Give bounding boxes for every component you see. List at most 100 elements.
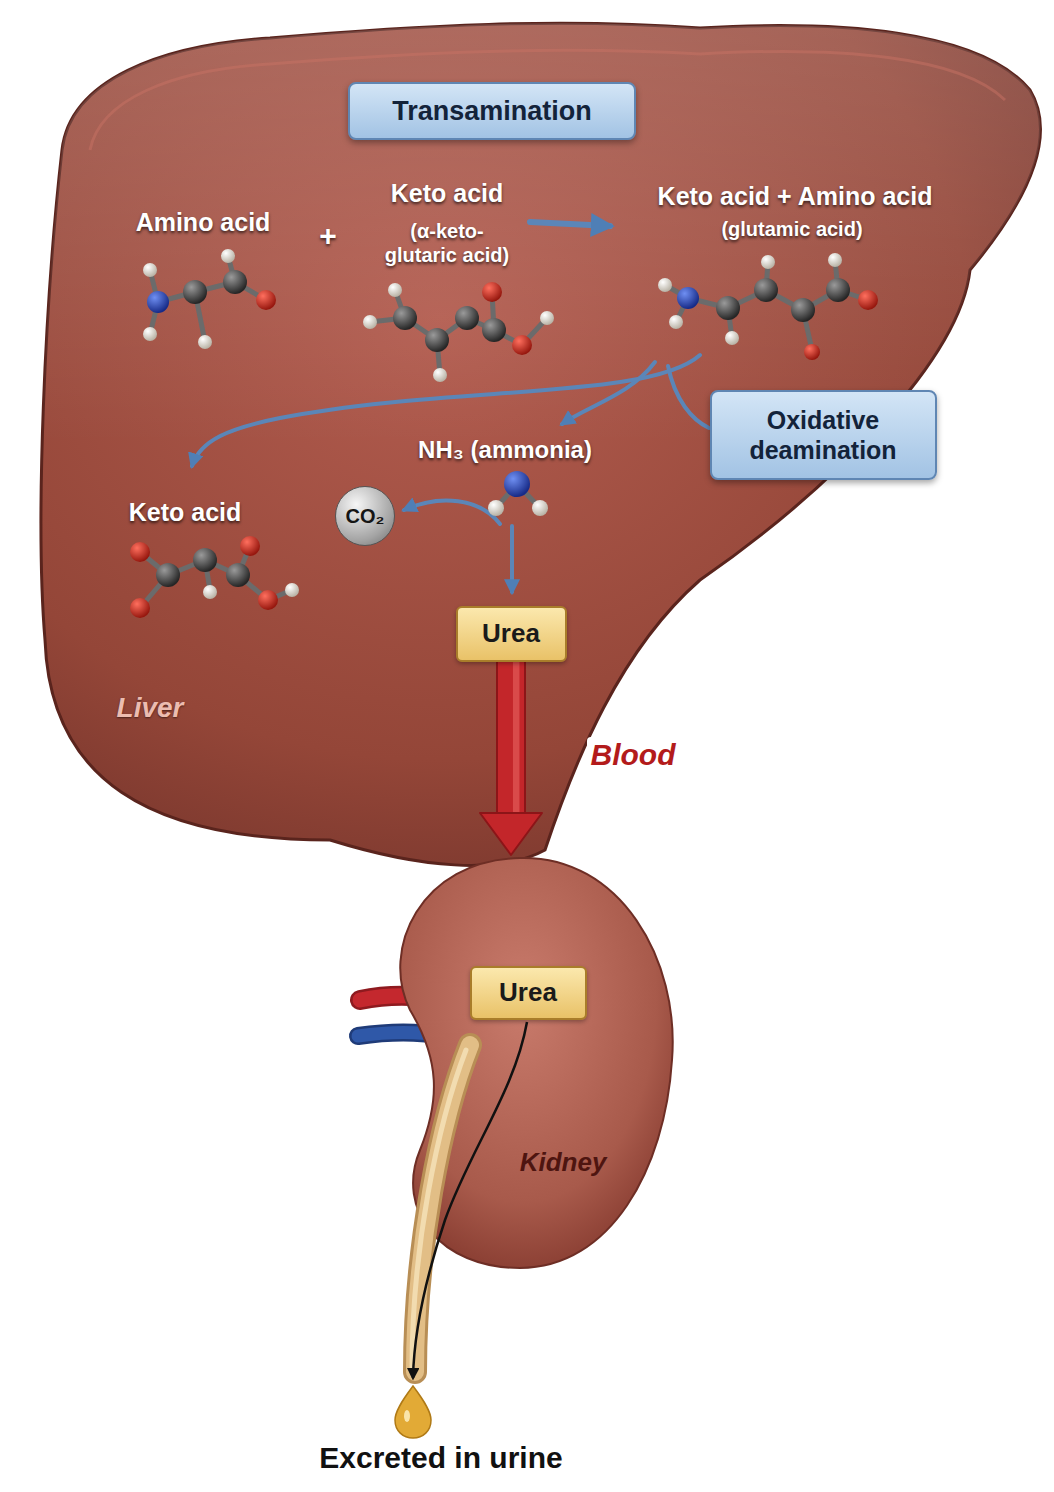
- glutamic-acid-molecule: [677, 287, 699, 309]
- keto-acid-molecule: [363, 282, 554, 382]
- amino-acid-molecule: [143, 327, 157, 341]
- liver-outline: [90, 50, 1005, 150]
- liver-outline: [41, 23, 1040, 865]
- molecule-name: Keto acid: [391, 178, 504, 208]
- molecule-name: Keto acid + Amino acid: [658, 181, 933, 211]
- excretion-line: [413, 1022, 527, 1378]
- liver-outline: [41, 23, 1040, 865]
- flow-arrows: [668, 366, 709, 428]
- keto-acid-molecule: [433, 368, 447, 382]
- arrow-shine: [513, 662, 520, 817]
- keto-acid-molecule: [258, 590, 278, 610]
- keto-acid-molecule: [540, 311, 554, 325]
- product-box: Urea: [470, 966, 587, 1020]
- flow-arrows: [192, 222, 709, 592]
- glutamic-acid-molecule: [804, 344, 820, 360]
- keto-acid-molecule: [130, 542, 150, 562]
- molecule-subname: (α-keto-glutaric acid): [377, 219, 517, 267]
- arrow-shaft-edge: [496, 662, 526, 817]
- text-holder: (glutamic acid): [721, 217, 862, 241]
- kidney-illustration: [385, 855, 675, 1270]
- keto-acid-molecule: [388, 283, 402, 297]
- keto-acid-molecule: [226, 563, 250, 587]
- glutamic-acid-molecule: [858, 290, 878, 310]
- text-holder: Keto acid + Amino acid: [658, 181, 933, 211]
- text-holder: Amino acid: [136, 207, 271, 237]
- glutamic-acid-molecule: [658, 253, 878, 360]
- amino-acid-molecule: [143, 249, 276, 349]
- edge-label: Blood: [587, 737, 680, 773]
- keto-acid-molecule: [512, 335, 532, 355]
- amino-acid-molecule: [256, 290, 276, 310]
- ammonia-molecule: [488, 500, 504, 516]
- product-box: Urea: [456, 606, 567, 662]
- flow-arrows: [530, 222, 610, 226]
- molecule-name: NH₃ (ammonia): [418, 436, 592, 465]
- text-holder: (α-keto-glutaric acid): [377, 219, 517, 267]
- ammonia-molecule: [532, 500, 548, 516]
- keto-acid-molecule: [193, 548, 217, 572]
- keto-acid-molecule: [393, 306, 417, 330]
- glutamic-acid-molecule: [754, 278, 778, 302]
- process-label: Transamination: [392, 95, 592, 127]
- keto-acid-molecule: [482, 318, 506, 342]
- flow-arrows: [562, 362, 655, 424]
- amino-acid-molecule: [143, 249, 276, 349]
- keto-acid-molecule: [363, 282, 554, 382]
- molecule-subname: (glutamic acid): [721, 217, 862, 241]
- glutamic-acid-molecule: [761, 255, 775, 269]
- keto-acid-molecule: [425, 328, 449, 352]
- glutamic-acid-molecule: [716, 296, 740, 320]
- ammonia-molecule: [488, 471, 548, 516]
- kidney-outline: [400, 858, 672, 1268]
- ammonia-molecule: [504, 471, 530, 497]
- product-label: Urea: [499, 977, 557, 1008]
- amino-acid-molecule: [198, 335, 212, 349]
- text-holder: Keto acid: [391, 178, 504, 208]
- excretion-line: [413, 1022, 527, 1378]
- keto-acid-molecule: [455, 306, 479, 330]
- text-holder: Excreted in urine: [319, 1440, 562, 1476]
- keto-acid-molecule: [130, 598, 150, 618]
- organ-label: Liver: [117, 691, 184, 725]
- molecule-label: CO₂: [346, 504, 385, 528]
- amino-acid-molecule: [183, 280, 207, 304]
- glutamic-acid-molecule: [658, 253, 878, 360]
- urine-drop: [395, 1386, 431, 1438]
- keto-acid-molecule: [240, 536, 260, 556]
- keto-acid-molecule: [363, 315, 377, 329]
- amino-acid-molecule: [221, 249, 235, 263]
- text-holder: Liver: [117, 691, 184, 725]
- molecule-name: Amino acid: [136, 207, 271, 237]
- glutamic-acid-molecule: [791, 298, 815, 322]
- keto-acid-molecule: [130, 536, 299, 618]
- keto-acid-molecule: [156, 563, 180, 587]
- keto-acid-molecule: [482, 282, 502, 302]
- keto-acid-molecule: [285, 583, 299, 597]
- molecule-name: Keto acid: [129, 497, 242, 527]
- kidney-outline: [400, 858, 672, 1268]
- arrow-shaft: [498, 662, 524, 817]
- text-holder: Kidney: [520, 1147, 607, 1178]
- process-label: Oxidative deamination: [726, 405, 921, 465]
- process-box: Oxidative deamination: [710, 390, 937, 480]
- glutamic-acid-molecule: [725, 331, 739, 345]
- molecule-circle: CO₂: [335, 486, 395, 546]
- amino-acid-molecule: [147, 291, 169, 313]
- flow-arrows: [510, 526, 514, 592]
- text-holder: NH₃ (ammonia): [418, 436, 592, 465]
- amino-acid-molecule: [143, 263, 157, 277]
- flow-arrows: [192, 355, 700, 466]
- urine-drop: [404, 1410, 410, 1422]
- keto-acid-molecule: [203, 585, 217, 599]
- liver-outline: [41, 23, 1040, 865]
- kidney-organ: Kidney Urea: [385, 855, 675, 1270]
- glutamic-acid-molecule: [826, 278, 850, 302]
- ureter: [412, 1045, 470, 1372]
- plus-sign: +: [319, 218, 337, 254]
- glutamic-acid-molecule: [828, 253, 842, 267]
- flow-arrows: [404, 501, 500, 524]
- process-box: Transamination: [348, 82, 636, 140]
- product-label: Urea: [482, 618, 540, 649]
